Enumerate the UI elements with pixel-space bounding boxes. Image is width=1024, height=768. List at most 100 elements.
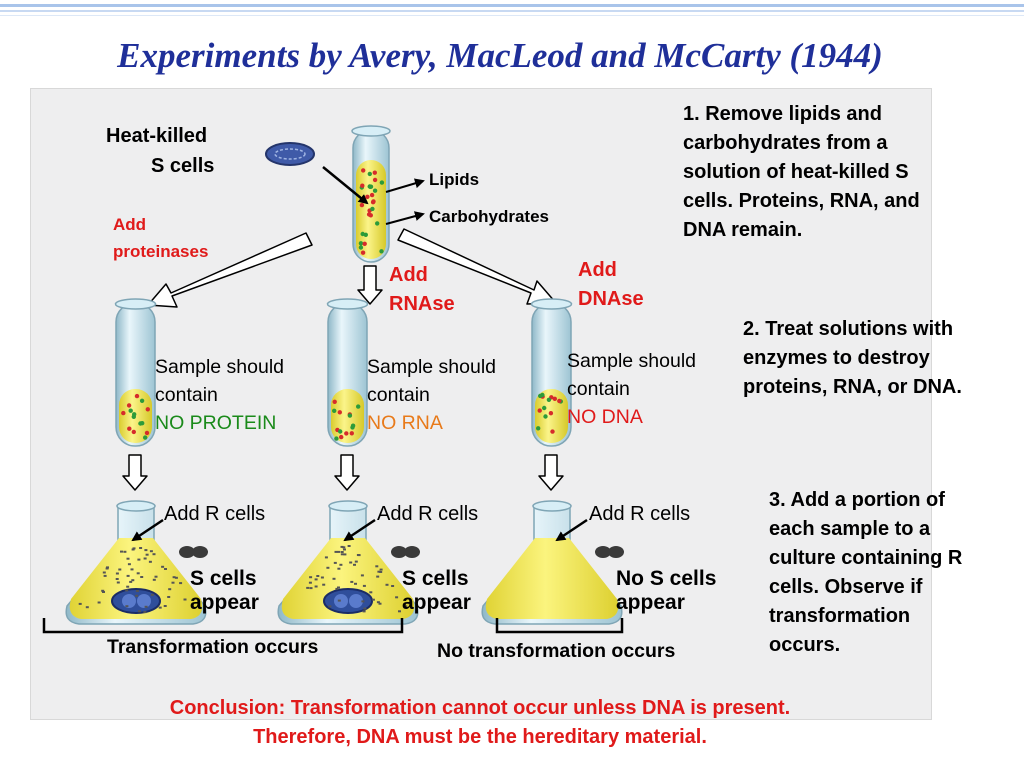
step-3-line: 3. Add a portion of [769, 489, 945, 511]
cell-dot [152, 553, 156, 556]
conclusion-line-2: Therefore, DNA must be the hereditary ma… [253, 726, 707, 748]
sample-line-1: Sample should [367, 356, 496, 378]
cell-dot [127, 426, 132, 431]
cell-dot [368, 184, 373, 189]
step-3-text: 3. Add a portion of each sample to a cul… [769, 486, 962, 660]
cell-dot [174, 576, 178, 579]
heat-killed-pointer-arrow [322, 166, 369, 205]
heat-killed-label: Heat-killed [106, 125, 208, 147]
bracket-transformation [42, 618, 404, 634]
sample-result: NO RNA [367, 412, 443, 434]
cell-dot [149, 550, 153, 553]
add-r-cells-label-3: Add R cells [589, 503, 691, 525]
cell-dot [335, 587, 339, 590]
cell-dot [337, 550, 341, 553]
test-tube-dna [530, 298, 573, 447]
cell-dot [557, 398, 562, 404]
down-arrow-3 [538, 454, 564, 491]
cell-dot [130, 568, 134, 571]
cell-dot [121, 410, 126, 416]
cell-dot [350, 423, 356, 428]
sample-line-2: contain [567, 378, 630, 400]
step-3-line: cells. Observe if [769, 576, 923, 598]
sample-note-dna: Sample should contain NO DNA [567, 347, 696, 431]
cell-dot [102, 591, 105, 593]
cell-dot [152, 578, 156, 581]
cell-dot [78, 602, 82, 605]
branch-arrow-rnase [357, 265, 383, 305]
cell-dot [115, 572, 119, 575]
sample-line-2: contain [155, 384, 218, 406]
cell-dot [148, 560, 152, 563]
cell-dot [126, 403, 132, 408]
cell-dot [171, 581, 175, 584]
cell-dot [391, 585, 395, 587]
cell-dot [85, 606, 89, 609]
cell-dot [404, 605, 408, 608]
cell-dot [118, 568, 122, 571]
cell-dot [366, 212, 372, 217]
cell-dot [134, 393, 140, 399]
cell-dot [340, 553, 344, 556]
cell-dot [369, 591, 373, 594]
cell-dot [540, 392, 545, 398]
cell-dot [97, 601, 101, 604]
add-rnase-label-1: Add [389, 264, 428, 286]
cell-dot [137, 558, 141, 561]
step-2-text: 2. Treat solutions with enzymes to destr… [743, 315, 962, 402]
header-rule-2 [0, 10, 1024, 12]
cell-dot [316, 575, 320, 577]
cell-dot [340, 551, 344, 553]
cell-dot [179, 582, 183, 585]
flask-1-outcome-1: S cells [190, 567, 257, 590]
cell-dot [358, 245, 364, 250]
test-tube-protein [114, 298, 157, 447]
bracket-no-transformation [495, 618, 624, 634]
cell-dot [332, 408, 337, 413]
step-2-line: proteins, RNA, or DNA. [743, 376, 962, 398]
step-3-line: each sample to a [769, 518, 931, 540]
down-arrow-1 [122, 454, 148, 491]
cell-dot [163, 605, 167, 607]
step-1-line: 1. Remove lipids and [683, 103, 882, 125]
cell-dot [143, 557, 147, 560]
cell-dot [375, 565, 379, 568]
cell-dot [379, 568, 383, 571]
test-tube-rna [326, 298, 369, 447]
cell-dot [144, 605, 148, 608]
cell-dot [347, 545, 351, 547]
cell-dot [324, 556, 328, 559]
step-1-line: cells. Proteins, RNA, and [683, 190, 920, 212]
cell-dot [349, 431, 354, 436]
cell-dot [356, 554, 360, 556]
cell-dot [139, 398, 145, 403]
cell-dot [168, 588, 172, 591]
cell-dot [379, 249, 384, 254]
cell-dot [126, 557, 130, 560]
heat-killed-s-cell-icon [265, 142, 315, 166]
cell-dot [343, 553, 347, 556]
add-r-cells-label-1: Add R cells [164, 503, 266, 525]
cell-dot [164, 568, 167, 570]
culture-flask-1 [65, 500, 208, 625]
cell-dot [367, 171, 372, 177]
cell-dot [183, 598, 187, 601]
step-1-line: carbohydrates from a [683, 132, 888, 154]
cell-dot [106, 566, 109, 569]
add-proteinases-label-1: Add [113, 215, 147, 234]
step-3-line: culture containing R [769, 547, 963, 569]
cell-dot [132, 412, 137, 417]
cell-dot [332, 577, 336, 580]
step-1-line: DNA remain. [683, 219, 803, 241]
cell-dot [320, 576, 324, 579]
cell-dot [333, 561, 337, 564]
cell-dot [362, 610, 366, 613]
lipids-pointer-arrow [385, 178, 425, 193]
cell-dot [360, 250, 366, 255]
cell-dot [145, 553, 149, 556]
flask-2-outcome-1: S cells [402, 567, 469, 590]
cell-dot [143, 611, 147, 614]
branch-arrow-proteinases [147, 232, 313, 308]
cell-dot [102, 571, 106, 574]
cell-dot [154, 575, 158, 578]
